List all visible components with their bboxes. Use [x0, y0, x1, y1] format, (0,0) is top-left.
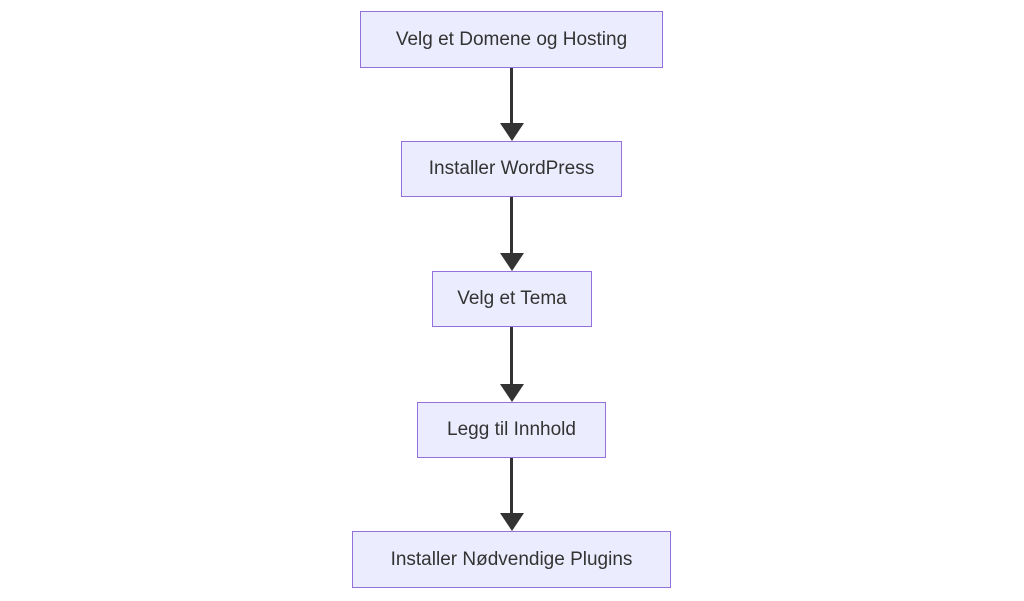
arrowhead-down-icon	[499, 123, 524, 141]
node-install-plugins: Installer Nødvendige Plugins	[352, 531, 671, 588]
flow-arrow-4	[499, 458, 524, 531]
node-label: Installer Nødvendige Plugins	[390, 548, 633, 570]
flow-arrow-3	[499, 327, 524, 402]
node-choose-theme: Velg et Tema	[432, 271, 592, 327]
node-label: Velg et Domene og Hosting	[395, 28, 628, 50]
node-label: Installer WordPress	[428, 158, 595, 179]
node-install-wordpress: Installer WordPress	[401, 141, 622, 197]
arrow-line	[510, 197, 513, 259]
arrowhead-down-icon	[499, 253, 524, 271]
arrowhead-down-icon	[499, 513, 524, 531]
node-label: Legg til Innhold	[447, 419, 576, 440]
flow-arrow-1	[499, 68, 524, 141]
node-add-content: Legg til Innhold	[417, 402, 606, 458]
arrow-line	[510, 68, 513, 129]
arrow-line	[510, 458, 513, 519]
node-choose-domain-hosting: Velg et Domene og Hosting	[360, 11, 663, 68]
arrow-line	[510, 327, 513, 390]
node-label: Velg et Tema	[457, 288, 567, 309]
arrowhead-down-icon	[499, 384, 524, 402]
flow-arrow-2	[499, 197, 524, 271]
